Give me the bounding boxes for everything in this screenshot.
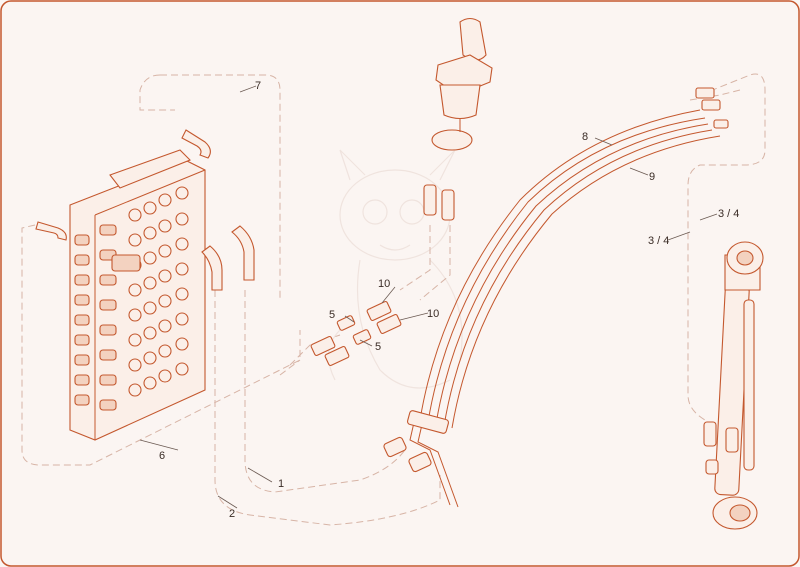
hose-bundle — [383, 87, 729, 508]
label-part-5-lower: 5 — [375, 341, 381, 353]
label-part-1: 1 — [278, 478, 284, 490]
control-valve-block — [69, 149, 206, 441]
label-part-10-upper: 10 — [378, 278, 390, 290]
leader-lines — [139, 85, 718, 509]
elbow-fitting-1 — [231, 225, 255, 281]
label-part-10-lower: 10 — [427, 308, 439, 320]
dash-route-2 — [214, 290, 441, 526]
elbow-fitting-6 — [35, 221, 67, 241]
elbow-fitting-7 — [181, 129, 211, 159]
label-part-8: 8 — [582, 131, 588, 143]
label-part-6: 6 — [159, 450, 165, 462]
connector-5-group — [310, 315, 372, 366]
label-part-7: 7 — [255, 80, 261, 92]
hydraulic-cylinder — [703, 241, 764, 530]
dash-route-1 — [244, 290, 406, 493]
dash-route-34 — [687, 73, 766, 421]
label-part-9: 9 — [649, 171, 655, 183]
label-part-3-4-upper: 3 / 4 — [718, 208, 739, 220]
dash-route-10 — [399, 225, 451, 301]
elbow-fitting-2 — [201, 245, 223, 291]
label-part-5-upper: 5 — [329, 309, 335, 321]
watermark-mascot — [328, 149, 463, 389]
label-part-2: 2 — [229, 508, 235, 520]
joystick-assembly — [423, 17, 493, 221]
dash-route-6 — [21, 224, 301, 466]
connector-10-group — [366, 301, 402, 334]
label-part-3-4-lower: 3 / 4 — [648, 235, 669, 247]
dash-route-7 — [139, 74, 281, 300]
